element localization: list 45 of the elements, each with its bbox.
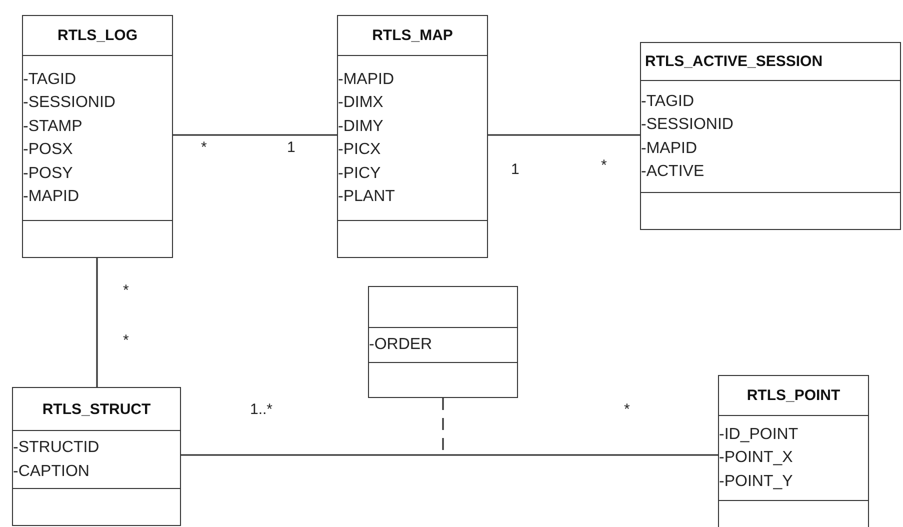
- multiplicity-label: 1..*: [250, 401, 273, 418]
- multiplicity-label: *: [123, 282, 129, 299]
- attribute-text: -MAPID: [338, 70, 395, 90]
- class-name: RTLS_MAP: [372, 27, 453, 44]
- attribute-text: -PLANT: [338, 187, 396, 207]
- multiplicity-label: *: [601, 157, 607, 174]
- class-box: [640, 42, 901, 230]
- attribute-text: -ACTIVE: [641, 162, 706, 182]
- attribute-text: -MAPID: [641, 138, 698, 158]
- attribute-text: -PICX: [338, 140, 382, 160]
- class-box: [337, 15, 488, 258]
- class-name: RTLS_LOG: [57, 27, 138, 44]
- class-name: RTLS_STRUCT: [42, 400, 151, 418]
- attribute-text: -POINT_Y: [719, 472, 794, 492]
- attribute-text: -DIMX: [338, 93, 384, 113]
- association-line: [173, 134, 337, 136]
- class-box: [22, 15, 173, 258]
- attribute-text: -DIMY: [338, 116, 384, 136]
- multiplicity-label: 1: [511, 161, 520, 178]
- attribute-text: -CAPTION: [13, 462, 90, 482]
- attribute-text: -SESSIONID: [23, 93, 116, 113]
- multiplicity-label: *: [123, 332, 129, 349]
- multiplicity-label: *: [201, 139, 207, 156]
- attribute-text: -POINT_X: [719, 448, 794, 468]
- multiplicity-label: 1: [287, 139, 296, 156]
- attribute-text: -MAPID: [23, 187, 80, 207]
- attribute-text: -PICY: [338, 164, 382, 184]
- attribute-text: -TAGID: [23, 70, 78, 90]
- class-box: [12, 387, 181, 526]
- attribute-text: -STRUCTID: [13, 438, 100, 458]
- attribute-text: -SESSIONID: [641, 115, 734, 135]
- attribute-text: -STAMP: [23, 116, 84, 136]
- class-box: [718, 375, 869, 527]
- class-box: [368, 286, 518, 398]
- attribute-text: -ORDER: [369, 335, 434, 356]
- association-line: [181, 454, 718, 456]
- class-name: RTLS_POINT: [746, 387, 840, 404]
- association-line: [96, 258, 98, 387]
- multiplicity-label: *: [624, 401, 630, 418]
- association-line: [488, 134, 640, 136]
- attribute-text: -POSX: [23, 140, 74, 160]
- attribute-text: -ID_POINT: [719, 424, 800, 445]
- attribute-text: -TAGID: [641, 92, 696, 112]
- attribute-text: -POSY: [23, 164, 74, 184]
- class-name: RTLS_ACTIVE_SESSION: [645, 53, 823, 70]
